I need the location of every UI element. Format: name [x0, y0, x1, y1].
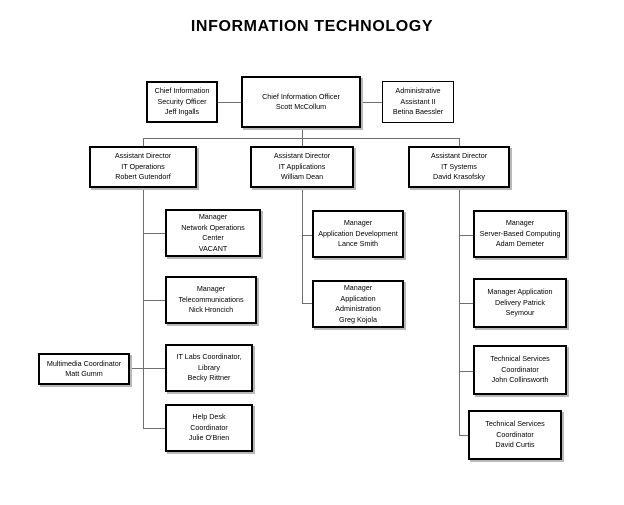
connector-drop-ad-applications [302, 138, 303, 146]
connector-systems-stub-server [459, 235, 473, 236]
page-title: INFORMATION TECHNOLOGY [190, 18, 434, 35]
node-manager-application-development[interactable]: Manager Application Development Lance Sm… [312, 210, 404, 258]
node-label: Manager Application Delivery Patrick Sey… [487, 287, 553, 318]
node-label: Manager Server-Based Computing Adam Deme… [479, 218, 561, 249]
node-label: Manager Network Operations Center VACANT [181, 212, 245, 253]
connector-applications-stub-appdev [302, 235, 312, 236]
node-chief-information-security-officer[interactable]: Chief Information Security Officer Jeff … [146, 81, 218, 123]
node-label: Assistant Director IT Operations Robert … [114, 151, 172, 182]
node-manager-server-based-computing[interactable]: Manager Server-Based Computing Adam Deme… [473, 210, 567, 258]
node-chief-information-officer[interactable]: Chief Information Officer Scott McCollum [241, 76, 361, 128]
node-label: Administrative Assistant II Betina Baess… [392, 86, 444, 117]
node-multimedia-coordinator[interactable]: Multimedia Coordinator Matt Gumm [38, 353, 130, 385]
connector-applications-spine [302, 188, 303, 303]
connector-operations-stub-noc [143, 233, 165, 234]
node-administrative-assistant[interactable]: Administrative Assistant II Betina Baess… [382, 81, 454, 123]
node-manager-application-delivery[interactable]: Manager Application Delivery Patrick Sey… [473, 278, 567, 328]
node-manager-telecommunications[interactable]: Manager Telecommunications Nick Hroncich [165, 276, 257, 324]
connector-cio-drop [302, 126, 303, 138]
connector-multimedia-to-spine [130, 368, 144, 369]
node-manager-network-operations-center[interactable]: Manager Network Operations Center VACANT [165, 209, 261, 257]
node-label: Technical Services Coordinator John Coll… [490, 354, 550, 385]
node-label: Chief Information Security Officer Jeff … [154, 86, 210, 117]
node-label: Assistant Director IT Applications Willi… [273, 151, 331, 182]
node-technical-services-coordinator-curtis[interactable]: Technical Services Coordinator David Cur… [468, 410, 562, 460]
connector-systems-stub-delivery [459, 303, 473, 304]
node-it-labs-coordinator-library[interactable]: IT Labs Coordinator, Library Becky Rittn… [165, 344, 253, 392]
connector-operations-stub-helpdesk [143, 428, 165, 429]
connector-ad-distribution-bar [143, 138, 459, 139]
node-label: Technical Services Coordinator David Cur… [485, 419, 545, 450]
connector-cio-to-ciso [216, 102, 244, 103]
node-label: IT Labs Coordinator, Library Becky Rittn… [176, 352, 242, 383]
connector-operations-spine [143, 188, 144, 428]
node-label: Manager Telecommunications Nick Hroncich [178, 284, 244, 315]
connector-systems-stub-techserv-1 [459, 371, 473, 372]
node-label: Multimedia Coordinator Matt Gumm [46, 358, 122, 379]
connector-systems-spine [459, 188, 460, 435]
connector-drop-ad-systems [459, 138, 460, 146]
connector-operations-stub-telecom [143, 300, 165, 301]
node-technical-services-coordinator-collinsworth[interactable]: Technical Services Coordinator John Coll… [473, 345, 567, 395]
node-assistant-director-it-applications[interactable]: Assistant Director IT Applications Willi… [250, 146, 354, 188]
node-label: Manager Application Development Lance Sm… [318, 218, 398, 249]
node-label: Help Desk Coordinator Julie O'Brien [188, 412, 230, 443]
node-assistant-director-it-operations[interactable]: Assistant Director IT Operations Robert … [89, 146, 197, 188]
connector-operations-stub-itlabs [143, 368, 165, 369]
node-label: Manager Application Administration Greg … [335, 283, 381, 324]
node-manager-application-administration[interactable]: Manager Application Administration Greg … [312, 280, 404, 328]
node-label: Chief Information Officer Scott McCollum [262, 91, 340, 112]
connector-applications-stub-appadmin [302, 303, 312, 304]
connector-cio-to-admin-assistant [360, 102, 382, 103]
connector-drop-ad-operations [143, 138, 144, 146]
node-label: Assistant Director IT Systems David Kras… [430, 151, 488, 182]
node-help-desk-coordinator[interactable]: Help Desk Coordinator Julie O'Brien [165, 404, 253, 452]
connector-systems-stub-techserv-2 [459, 435, 469, 436]
node-assistant-director-it-systems[interactable]: Assistant Director IT Systems David Kras… [408, 146, 510, 188]
